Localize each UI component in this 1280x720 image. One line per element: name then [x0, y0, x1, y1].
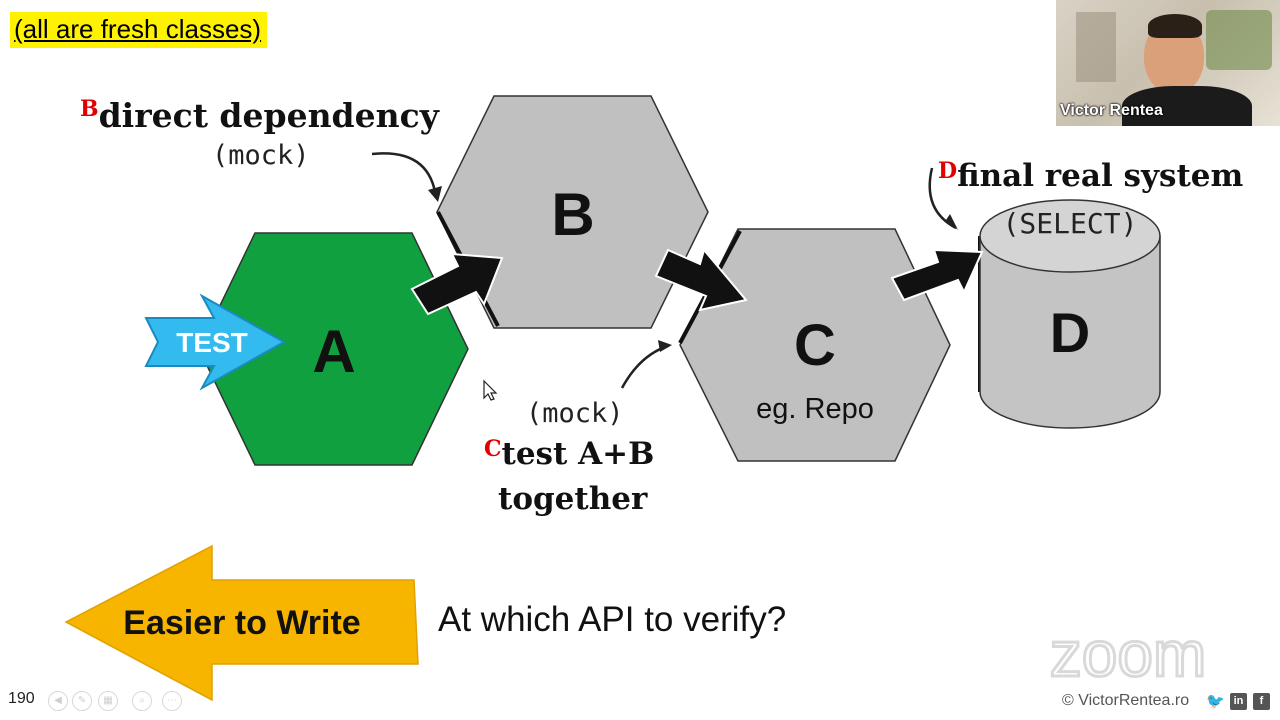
- hexagon-c-label: C: [794, 313, 836, 378]
- zoom-watermark: zoom: [1050, 618, 1207, 690]
- label-b-letter: B: [80, 96, 99, 122]
- pointer-d-system-head: [946, 214, 958, 230]
- grid-view-icon[interactable]: ▦: [98, 691, 118, 711]
- background-shelf: [1076, 12, 1116, 82]
- label-c-line2: together: [498, 481, 648, 517]
- participant-name: Victor Rentea: [1060, 102, 1163, 119]
- pen-icon[interactable]: ✎: [72, 691, 92, 711]
- label-d-block: Dfinal real system: [938, 158, 1243, 194]
- database-d: [979, 199, 1161, 429]
- footer-credit: © VictorRentea.ro: [1062, 692, 1190, 709]
- participant-video[interactable]: Victor Rentea: [1056, 0, 1280, 126]
- zoom-in-icon[interactable]: ⌕: [132, 691, 152, 711]
- label-d-title: final real system: [957, 158, 1244, 194]
- twitter-icon[interactable]: 🐦: [1206, 693, 1225, 710]
- test-arrow: [144, 293, 287, 391]
- background-plant: [1206, 10, 1272, 70]
- label-c-letter: C: [484, 436, 502, 462]
- facebook-icon[interactable]: f: [1253, 693, 1270, 710]
- hexagon-c-sublabel: eg. Repo: [756, 393, 874, 425]
- pointer-d-system: [928, 167, 957, 230]
- pointer-c-mock-head: [658, 340, 672, 352]
- hexagon-a-label: A: [312, 318, 355, 385]
- hexagon-b: [436, 95, 709, 329]
- participant-hair: [1148, 14, 1202, 38]
- hexagon-c: [679, 228, 951, 462]
- participant-shirt: [1122, 86, 1252, 126]
- pointer-b-mock: [371, 152, 438, 199]
- linkedin-icon[interactable]: in: [1230, 693, 1247, 710]
- question-text: At which API to verify?: [438, 600, 787, 639]
- database-query: (SELECT): [1003, 207, 1138, 240]
- call-arrow-b-to-c: [654, 247, 748, 312]
- label-c-block: Ctest A+B: [484, 436, 654, 472]
- database-label: D: [1050, 301, 1090, 364]
- pointer-c-mock: [620, 344, 669, 389]
- label-b-block: Bdirect dependency: [80, 96, 439, 135]
- page-number: 190: [8, 690, 35, 707]
- label-b-mock: (mock): [212, 140, 310, 171]
- test-arrow-label: TEST: [176, 327, 248, 358]
- more-options-icon[interactable]: ⋯: [162, 691, 182, 711]
- label-c-mock: (mock): [526, 398, 624, 429]
- easier-to-write-label: Easier to Write: [123, 604, 360, 642]
- easier-to-write-arrow: [64, 544, 419, 702]
- label-b-title: direct dependency: [98, 96, 439, 135]
- prev-slide-icon[interactable]: ◀: [48, 691, 68, 711]
- call-arrow-a-to-b: [410, 252, 504, 316]
- mouse-cursor-icon: [483, 379, 498, 401]
- pointer-b-mock-head: [428, 186, 442, 202]
- hexagon-b-label: B: [551, 181, 594, 248]
- call-arrow-c-to-d: [890, 248, 984, 302]
- label-d-letter: D: [938, 158, 958, 184]
- label-c-line1: test A+B: [501, 436, 655, 472]
- note-highlight: (all are fresh classes): [10, 12, 268, 48]
